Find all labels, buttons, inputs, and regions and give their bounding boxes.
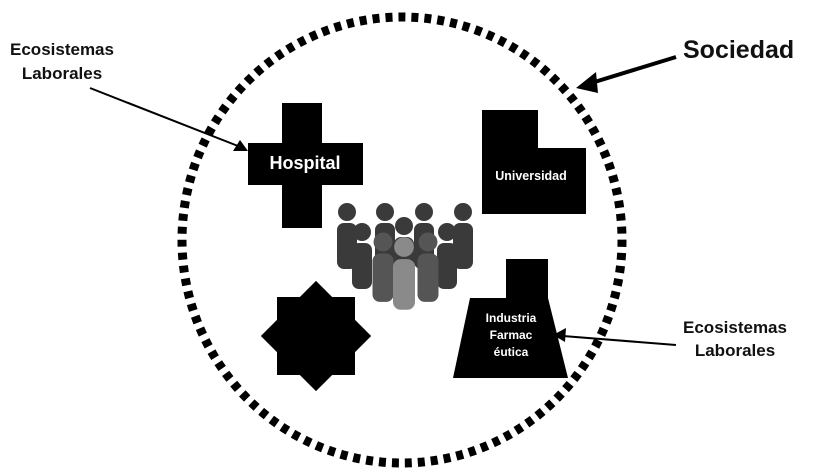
industry-label-line3: éutica (494, 345, 529, 359)
ecosystem-label-top-left-line1: Ecosistemas (10, 40, 114, 59)
ecosystem-arrow-right-icon (553, 328, 677, 346)
hospital-label: Hospital (269, 153, 340, 173)
ecosystem-arrow-top-left-icon (89, 87, 248, 151)
society-label: Sociedad (683, 36, 794, 64)
ecosystem-label-right-line2: Laborales (695, 341, 775, 360)
university-building-icon: Universidad (482, 110, 586, 214)
society-boundary-circle (177, 12, 627, 468)
ecosystem-label-top-left-line2: Laborales (22, 64, 102, 83)
person-icon (417, 232, 439, 302)
star-octagram-icon (260, 280, 372, 392)
industry-label-line2: Farmac (490, 328, 533, 342)
society-arrow-icon (576, 55, 677, 93)
person-icon (372, 232, 394, 302)
person-icon (437, 223, 457, 289)
hospital-cross-icon: Hospital (248, 103, 363, 228)
factory-icon: Industria Farmac éutica (453, 259, 568, 378)
person-icon (453, 203, 473, 269)
person-icon (352, 223, 372, 289)
university-label: Universidad (495, 169, 567, 183)
ecosystem-label-right-line1: Ecosistemas (683, 318, 787, 337)
industry-label-line1: Industria (486, 311, 537, 325)
people-group-icon (337, 203, 473, 310)
person-icon (393, 237, 415, 310)
